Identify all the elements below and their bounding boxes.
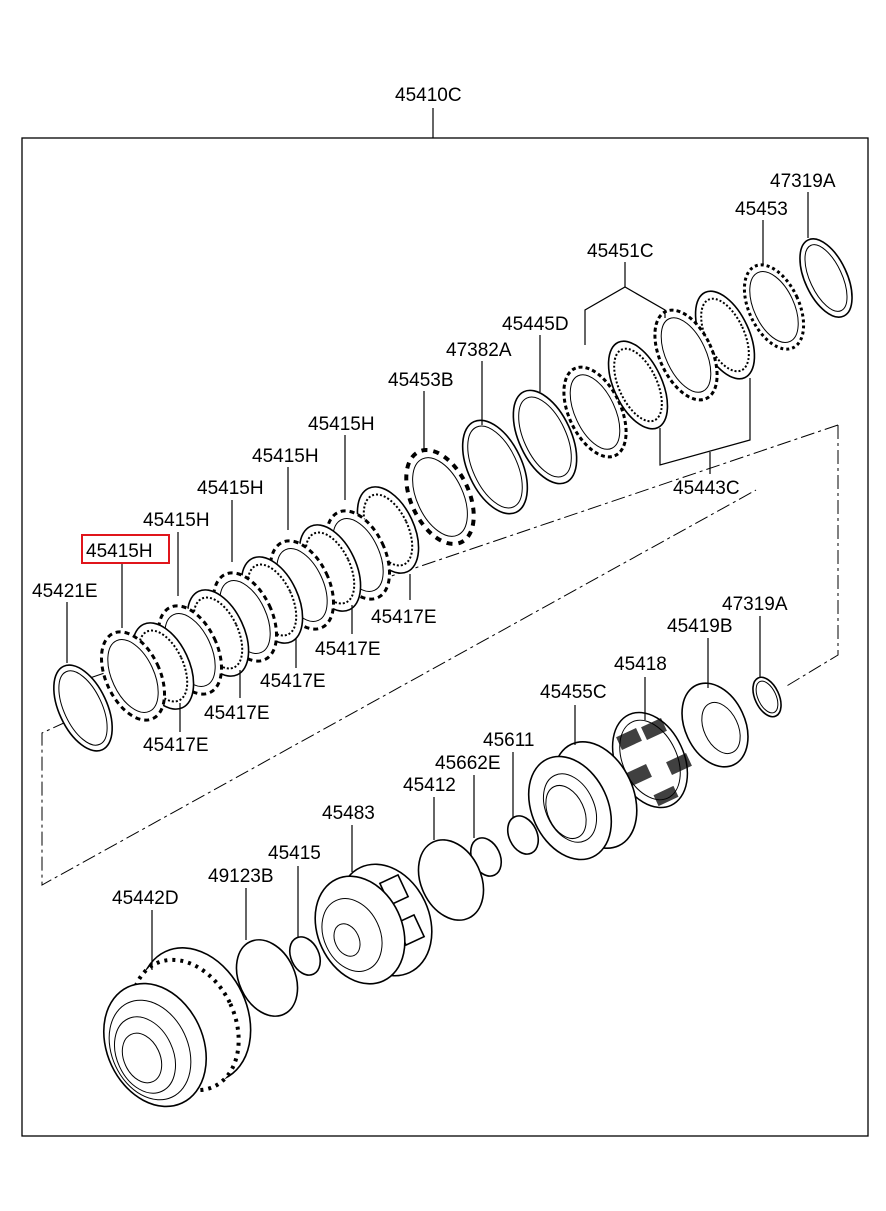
hub-45455C xyxy=(527,740,638,861)
label-45483[interactable]: 45483 xyxy=(322,803,375,824)
label-45662E[interactable]: 45662E xyxy=(435,753,501,774)
snap-ring-47319A-small xyxy=(752,676,782,718)
label-45453-top[interactable]: 45453 xyxy=(735,199,788,220)
steel-plate-45451C-b xyxy=(562,365,628,459)
selected-part-highlight xyxy=(81,534,170,564)
label-45442D[interactable]: 45442D xyxy=(112,888,179,909)
race-45419B xyxy=(681,682,749,768)
label-45417E-3[interactable]: 45417E xyxy=(260,671,326,692)
label-45415H-1[interactable]: 45415H xyxy=(308,414,375,435)
snap-ring-47382A xyxy=(461,419,529,515)
steel-plate-45453 xyxy=(742,263,806,351)
snap-ring-47319A xyxy=(799,238,853,318)
label-45611[interactable]: 45611 xyxy=(483,730,534,751)
label-45415H-2[interactable]: 45415H xyxy=(252,446,319,467)
label-49123B[interactable]: 49123B xyxy=(208,866,274,887)
label-45417E-1[interactable]: 45417E xyxy=(371,607,437,628)
steel-plate-45451C-a xyxy=(653,308,719,402)
subassembly-outline xyxy=(784,425,839,688)
assembly-frame xyxy=(21,137,869,1137)
friction-disc-45443C-b xyxy=(607,340,669,430)
label-45415H-4[interactable]: 45415H xyxy=(143,510,210,531)
label-45415H-3[interactable]: 45415H xyxy=(197,478,264,499)
label-45418[interactable]: 45418 xyxy=(614,654,667,675)
label-45415H-selected[interactable]: 45415H xyxy=(86,541,153,562)
label-45451C[interactable]: 45451C xyxy=(587,241,654,262)
label-45412[interactable]: 45412 xyxy=(403,775,456,796)
label-45415[interactable]: 45415 xyxy=(268,843,321,864)
label-45421E[interactable]: 45421E xyxy=(32,581,98,602)
seal-49123B xyxy=(235,939,299,1017)
label-45455C[interactable]: 45455C xyxy=(540,682,607,703)
drum-45442D xyxy=(102,947,252,1108)
pressure-plate-45445D xyxy=(512,389,578,485)
label-47319A-mid[interactable]: 47319A xyxy=(722,594,788,615)
label-45417E-5[interactable]: 45417E xyxy=(143,735,209,756)
seal-45611 xyxy=(506,815,540,855)
label-45417E-4[interactable]: 45417E xyxy=(204,703,270,724)
steel-plate-45453B xyxy=(404,448,476,546)
steel-plate-45415H-5 xyxy=(99,630,167,722)
label-45443C[interactable]: 45443C xyxy=(673,478,740,499)
label-45453B[interactable]: 45453B xyxy=(388,370,454,391)
snap-ring-45421E xyxy=(53,664,113,752)
label-45419B[interactable]: 45419B xyxy=(667,616,733,637)
label-45410C[interactable]: 45410C xyxy=(395,85,462,106)
label-45445D[interactable]: 45445D xyxy=(502,314,569,335)
leader-lines xyxy=(66,192,809,970)
label-47382A[interactable]: 47382A xyxy=(446,340,512,361)
seal-45415 xyxy=(288,936,322,976)
piston-45483 xyxy=(314,863,433,985)
label-45417E-2[interactable]: 45417E xyxy=(315,639,381,660)
seal-45412 xyxy=(417,839,485,921)
label-47319A-top[interactable]: 47319A xyxy=(770,171,836,192)
